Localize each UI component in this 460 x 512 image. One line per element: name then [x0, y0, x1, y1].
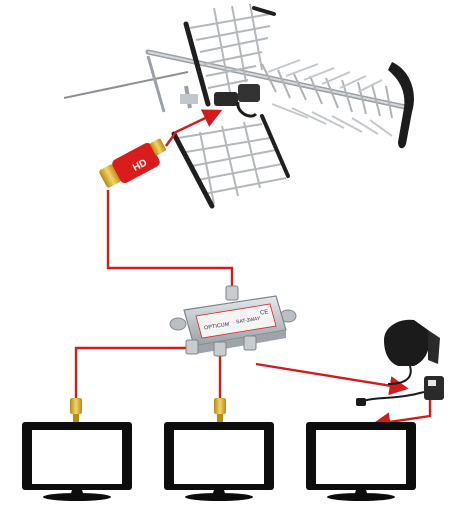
- splitter-ce-mark: CE: [260, 309, 269, 316]
- tv-2: [164, 422, 274, 501]
- tv-3: [306, 422, 416, 501]
- power-adapter: [356, 319, 444, 406]
- cable-amp-to-antenna: [165, 109, 223, 147]
- power-adapter-body: [384, 319, 430, 366]
- tv-antenna: [63, 3, 414, 209]
- tv-1: [22, 422, 132, 501]
- connector-tv-2: [214, 398, 226, 422]
- splitter-brand: OPTICUM: [204, 322, 230, 332]
- splitter-port-1: [185, 339, 199, 355]
- splitter-port-2: [213, 341, 227, 357]
- cable-amp-to-splitter: [106, 190, 234, 300]
- cable-splitter-to-power: [255, 362, 409, 396]
- cable-splitter-to-tv-1: [74, 346, 186, 398]
- tv-connectors: [70, 398, 226, 422]
- splitter-port-3: [243, 335, 257, 351]
- three-way-splitter: OPTICUM SAT-3WAY CE: [169, 285, 297, 357]
- cable-power-to-tv-3: [371, 398, 432, 432]
- splitter-model: SAT-3WAY: [236, 316, 262, 326]
- amplifier-body: [112, 142, 160, 184]
- signal-amplifier: HD: [99, 138, 166, 188]
- connector-tv-1: [70, 398, 82, 422]
- coax-cables: [74, 109, 432, 432]
